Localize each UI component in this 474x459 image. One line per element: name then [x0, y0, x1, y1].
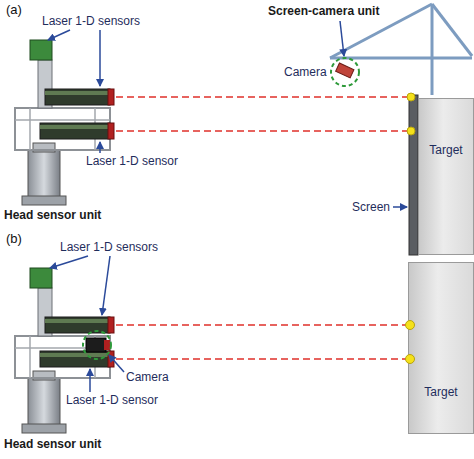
- unit-title: Head sensor unit: [4, 208, 101, 222]
- laser-spot: [406, 355, 415, 364]
- laser-spot: [406, 321, 415, 330]
- part-label: Laser 1-D sensors: [42, 14, 140, 28]
- target-label: Target: [409, 385, 473, 399]
- target-block: Target: [408, 262, 474, 434]
- laser-spot: [407, 93, 415, 101]
- leader-arrow: [48, 21, 407, 207]
- part-label: Camera: [284, 65, 327, 79]
- part-label: Laser 1-D sensor: [66, 393, 158, 407]
- part-label: Screen: [352, 200, 390, 214]
- laser-spot: [407, 127, 415, 135]
- laser-beam: [116, 130, 408, 132]
- screen: [409, 95, 418, 255]
- leader-arrow: [50, 256, 124, 392]
- part-label: Camera: [126, 370, 169, 384]
- camera-symbol: [331, 58, 359, 86]
- unit-title: Head sensor unit: [4, 437, 101, 451]
- unit-title: Screen-camera unit: [268, 4, 379, 18]
- panel-tag: (b): [6, 232, 22, 246]
- target-label: Target: [419, 143, 473, 157]
- laser-beam: [116, 96, 408, 98]
- camera-symbol: [83, 331, 111, 359]
- part-label: Laser 1-D sensors: [60, 240, 158, 254]
- panel-tag: (a): [6, 3, 22, 17]
- head-sensor-unit: [15, 268, 114, 433]
- target-block: Target: [418, 98, 474, 255]
- laser-beam: [116, 358, 408, 360]
- head-sensor-unit: [15, 40, 114, 205]
- part-label: Laser 1-D sensor: [86, 154, 178, 168]
- laser-beam: [116, 324, 408, 326]
